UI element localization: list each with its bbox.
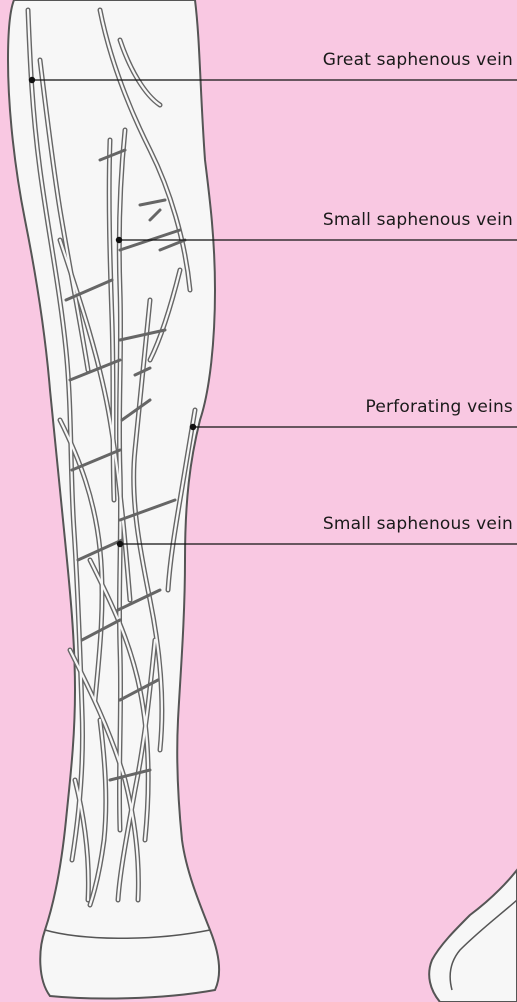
leader-dot-3 bbox=[190, 424, 196, 430]
leader-dot-1 bbox=[29, 77, 35, 83]
label-small-saphenous-vein-upper: Small saphenous vein bbox=[323, 210, 513, 230]
foot-outline bbox=[429, 870, 517, 1002]
leader-dot-4 bbox=[117, 541, 123, 547]
label-small-saphenous-vein-lower: Small saphenous vein bbox=[323, 514, 513, 534]
label-great-saphenous-vein: Great saphenous vein bbox=[323, 50, 513, 70]
leader-dot-2 bbox=[116, 237, 122, 243]
label-perforating-veins: Perforating veins bbox=[365, 397, 513, 417]
